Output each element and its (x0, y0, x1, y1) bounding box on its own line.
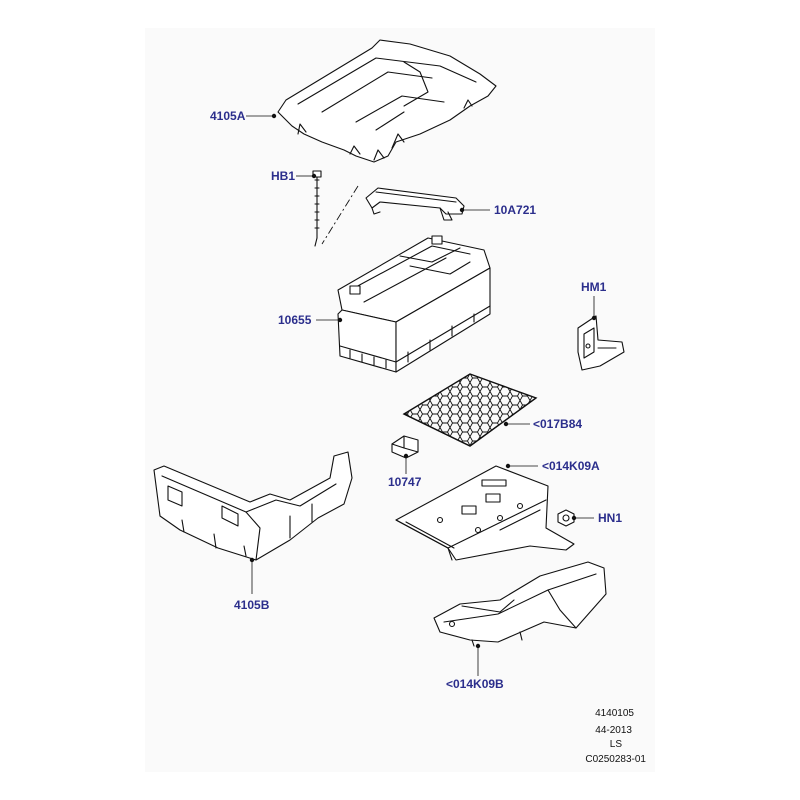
callout-4105b: 4105B (234, 598, 270, 612)
callout-014k09a: <014K09A (542, 459, 600, 473)
battery (337, 235, 491, 373)
callout-4105a: 4105A (210, 109, 246, 123)
callout-hm1: HM1 (581, 280, 607, 294)
dash-dot-alignment-line (321, 185, 359, 245)
callout-hn1: HN1 (598, 511, 622, 525)
reference-block: 4140105 44-2013 LS C0250283-01 (585, 708, 646, 765)
nut-hn1 (557, 509, 575, 527)
callout-10747: 10747 (388, 475, 422, 489)
battery-tray-mat (402, 373, 538, 447)
tray-support-lower (433, 561, 607, 647)
reference-figure-id: C0250283-01 (585, 754, 646, 765)
battery-cover-lower (153, 451, 353, 561)
battery-clamp (365, 187, 465, 221)
bracket-hm1 (577, 315, 625, 371)
callout-10655: 10655 (278, 313, 312, 327)
diagram-panel (145, 28, 655, 772)
callout-014k09b: <014K09B (446, 677, 504, 691)
leader-lines (246, 113, 597, 676)
reference-ls: LS (610, 739, 623, 750)
hold-down-bolt (312, 170, 322, 247)
callout-017b84: <017B84 (533, 417, 582, 431)
battery-cover-upper (277, 39, 497, 163)
callout-10a721: 10A721 (494, 203, 536, 217)
callout-hb1: HB1 (271, 169, 295, 183)
clip-10747 (391, 435, 419, 459)
reference-date: 44-2013 (595, 725, 632, 736)
reference-code: 4140105 (595, 708, 634, 719)
battery-tray (395, 465, 575, 561)
